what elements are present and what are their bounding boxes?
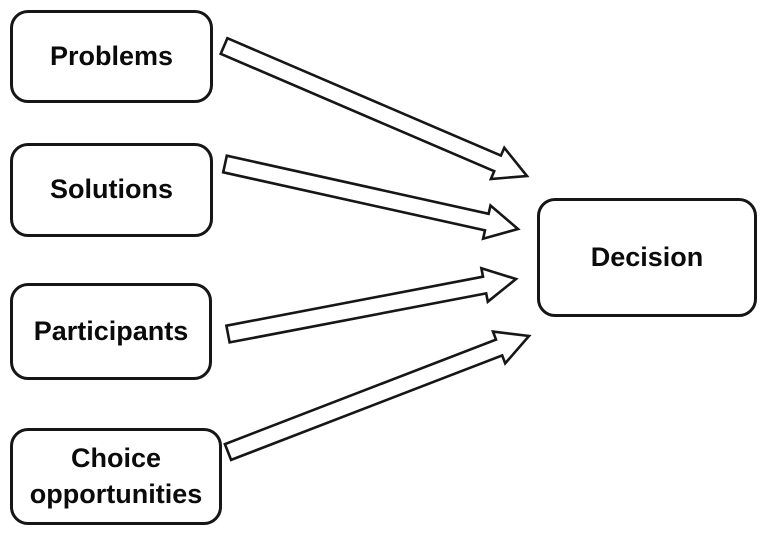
node-problems-label: Problems (49, 40, 174, 71)
node-problems: Problems (10, 10, 213, 103)
arrow-participants-to-decision (224, 266, 519, 344)
arrow-problems-to-decision (218, 36, 530, 181)
node-participants: Participants (10, 283, 212, 380)
node-decision: Decision (537, 198, 757, 317)
node-decision-label: Decision (590, 241, 704, 272)
node-solutions-label: Solutions (50, 174, 173, 205)
node-choice-opportunities: Choice opportunities (10, 428, 222, 525)
node-choice-opportunities-label: Choice opportunities (29, 443, 203, 509)
node-participants-label: Participants (33, 315, 189, 346)
arrow-choice-opportunities-to-decision (223, 330, 532, 462)
arrow-solutions-to-decision (221, 154, 521, 241)
node-solutions: Solutions (10, 143, 213, 237)
